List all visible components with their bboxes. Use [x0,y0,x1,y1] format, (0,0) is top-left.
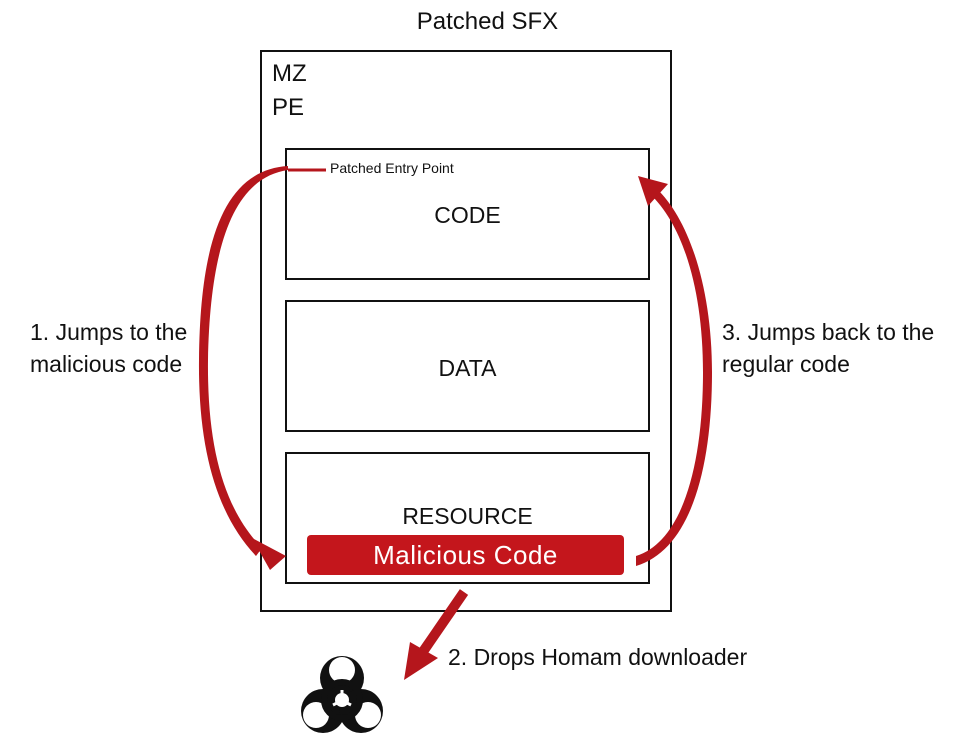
pe-header-label: PE [272,94,305,121]
mz-header-label: MZ [272,60,307,87]
entry-point-label: Patched Entry Point [330,160,454,176]
jump-to-malicious-arrow [198,166,288,556]
drops-arrow-shaft [415,589,469,659]
drops-arrow-head [404,642,438,680]
step2-label: 2. Drops Homam downloader [448,644,748,670]
jump-back-arrow [636,188,712,566]
code-section-label: CODE [434,202,501,228]
jump-back-arrowhead [638,176,668,206]
diagram-title: Patched SFX [416,8,559,35]
step1-label: 1. Jumps to the malicious code [30,319,188,377]
malicious-code-block: Malicious Code [307,535,624,575]
code-section-box [285,148,650,280]
resource-section-label: RESOURCE [402,503,533,529]
data-section-box [285,300,650,432]
jump-to-malicious-arrowhead [252,538,286,570]
data-section-label: DATA [438,355,497,381]
step3-label: 3. Jumps back to the regular code [722,319,935,377]
biohazard-icon [301,656,383,733]
